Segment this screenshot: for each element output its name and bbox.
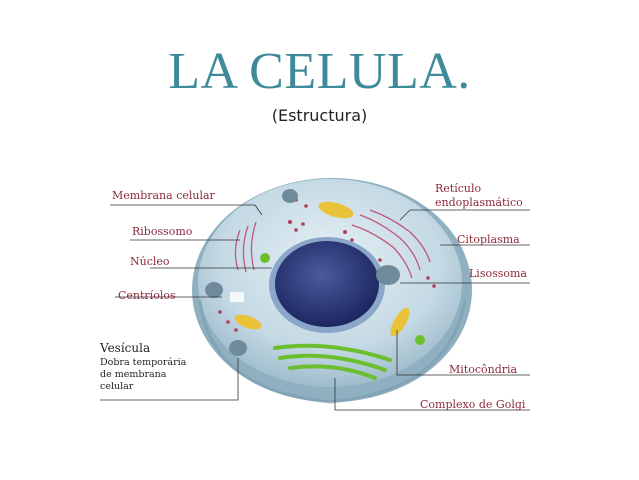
label-vesicula-desc-3: celular xyxy=(100,381,134,392)
nucleus xyxy=(275,241,379,327)
label-lisossoma: Lisossoma xyxy=(469,267,527,280)
label-ribossomo: Ribossomo xyxy=(132,225,193,238)
label-complexo-golgi: Complexo de Golgi xyxy=(420,398,526,411)
endoplasmic-reticulum xyxy=(234,209,431,279)
leader-lines xyxy=(100,204,530,411)
page-title: LA CELULA. xyxy=(168,43,471,100)
label-membrana-celular: Membrana celular xyxy=(112,189,215,202)
label-citoplasma: Citoplasma xyxy=(457,233,520,246)
page-subtitle: (Estructura) xyxy=(271,106,368,125)
ribosomes xyxy=(218,198,436,332)
label-reticulo: Retículo xyxy=(435,182,482,195)
label-vesicula-desc-1: Dobra temporária xyxy=(100,357,187,368)
label-centriolos: Centríolos xyxy=(118,289,176,302)
golgi-apparatus xyxy=(273,343,392,380)
mitochondria xyxy=(234,201,410,337)
label-mitocondria: Mitocôndria xyxy=(449,363,518,376)
organelles-misc xyxy=(205,189,425,356)
label-vesicula-desc-2: de membrana xyxy=(100,369,167,380)
label-nucleo: Núcleo xyxy=(130,255,170,268)
label-vesicula: Vesícula xyxy=(100,341,151,355)
label-endoplasmatico: endoplasmático xyxy=(435,196,523,209)
